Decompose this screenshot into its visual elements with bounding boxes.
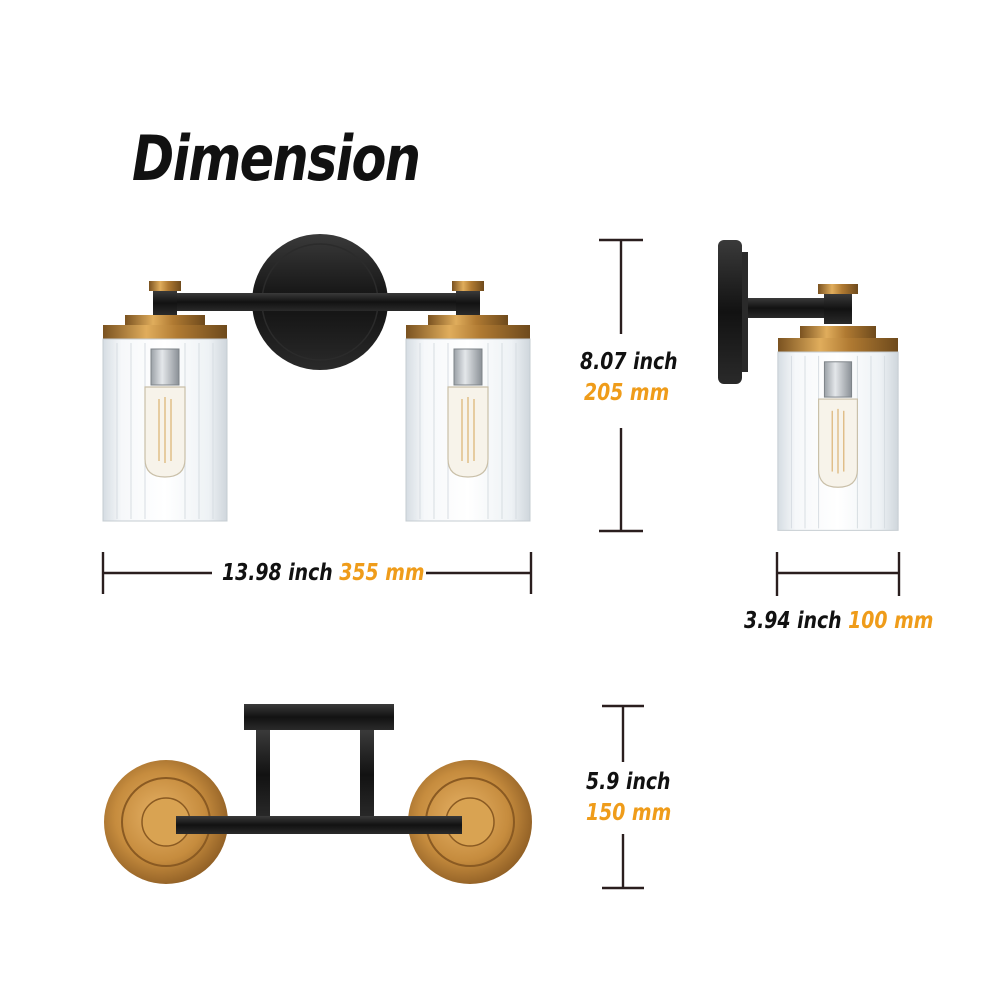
top-depth-mm: 150 mm [586,800,672,826]
side-view [718,240,899,531]
dimension-lines [101,238,901,890]
width-label: 13.98 inch 355 mm [222,562,425,585]
front-view [103,234,530,521]
lamp-left [103,281,227,521]
depth-label: 3.94 inch 100 mm [744,610,933,633]
height-mm: 205 mm [584,380,670,406]
width-inch: 13.98 inch [222,560,333,586]
top-depth-inch: 5.9 inch [586,769,671,795]
page-title: Dimension [132,122,421,195]
depth-inch: 3.94 inch [744,608,842,634]
side-backplate [718,240,742,384]
top-backplate [244,704,394,730]
depth-mm: 100 mm [848,608,934,634]
lamp-right [406,281,530,521]
top-view [104,704,532,884]
arm-bar [165,293,475,311]
side-arm [748,298,838,318]
top-arm [176,816,462,834]
width-mm: 355 mm [339,560,425,586]
height-inch: 8.07 inch [580,349,678,375]
